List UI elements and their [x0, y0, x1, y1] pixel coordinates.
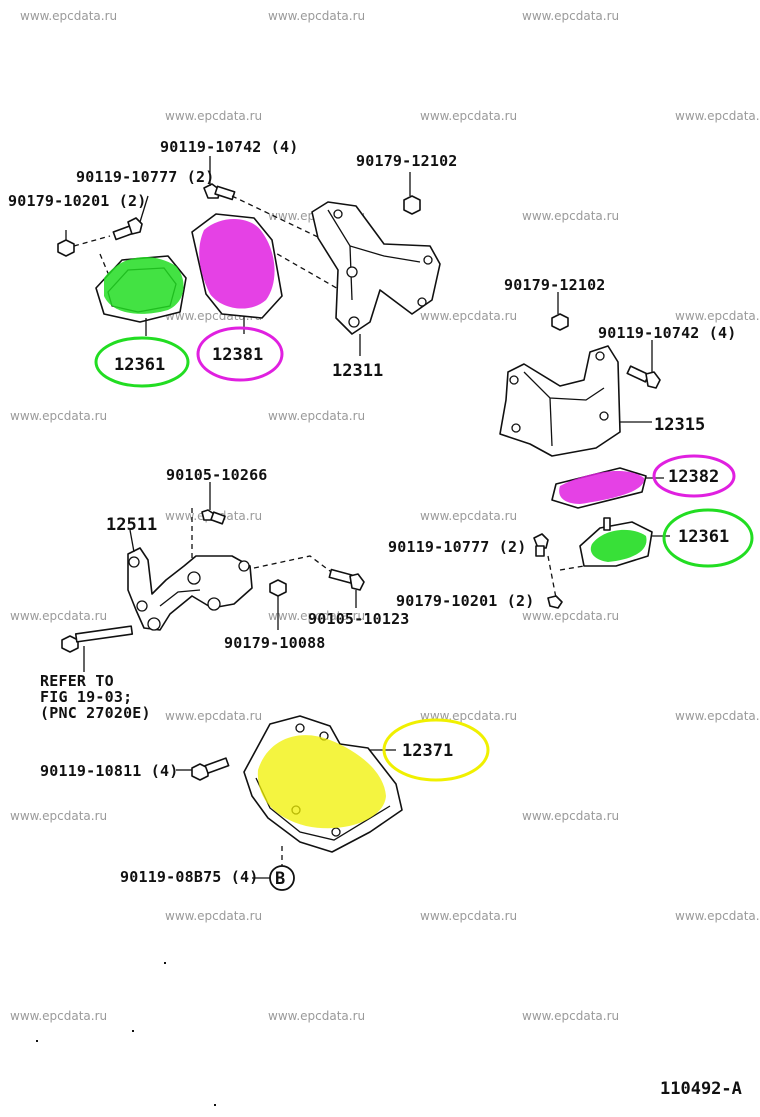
- bolt-90119-10777-upper: [112, 195, 149, 241]
- label-12311: 12311: [332, 361, 383, 381]
- label-nut-90179-12102-right: 90179-12102: [504, 276, 606, 294]
- highlight-rings-upper: [94, 326, 284, 388]
- label-bolt-90119-10777-upper: 90119-10777 (2): [76, 168, 214, 186]
- watermark: www.epcdata.ru: [268, 9, 365, 23]
- bolt-90119-10742-upper: [203, 156, 236, 201]
- label-bolt-90119-08b75: 90119-08B75 (4): [120, 868, 258, 886]
- watermark: www.epcdata.ru: [675, 909, 760, 923]
- bracket-12315: [499, 345, 652, 457]
- reference-b-letter: B: [275, 869, 285, 889]
- label-12361-right: 12361: [678, 527, 729, 547]
- label-nut-90179-12102-upper: 90179-12102: [356, 152, 458, 170]
- highlight-ring-yellow: [382, 718, 490, 782]
- label-bolt-90119-10742-right: 90119-10742 (4): [598, 324, 736, 342]
- bolt-90119-10777-right: [533, 533, 549, 557]
- watermark: www.epcdata.ru: [522, 209, 619, 223]
- nut-90179-10201-right: [547, 595, 563, 609]
- watermark: www.epcdata.ru: [268, 1009, 365, 1023]
- bracket-12311: [311, 201, 441, 356]
- watermark: www.epcdata.ru: [420, 109, 517, 123]
- watermark: www.epcdata.ru: [420, 509, 517, 523]
- figure-code: 110492-A: [660, 1079, 742, 1099]
- label-bolt-90119-10777-right: 90119-10777 (2): [388, 538, 526, 556]
- label-12371: 12371: [402, 741, 453, 761]
- reference-b-marker: B: [252, 865, 295, 891]
- watermark: www.epcdata.ru: [20, 9, 117, 23]
- torque-rod-12511: [127, 529, 253, 631]
- label-12315: 12315: [654, 415, 705, 435]
- bolt-90119-10811: [176, 757, 230, 781]
- label-nut-90179-10088: 90179-10088: [224, 634, 326, 652]
- mount-bracket-12371: [243, 715, 403, 866]
- nut-90179-10201-upper: [57, 230, 75, 257]
- highlight-rings-right: [652, 454, 754, 568]
- refer-line-2: FIG 19-03;: [40, 688, 132, 706]
- watermark: www.epcdata.ru: [675, 709, 760, 723]
- right-assembly: [499, 292, 670, 609]
- watermark: www.epcdata.ru: [10, 409, 107, 423]
- watermark: www.epcdata.ru: [10, 1009, 107, 1023]
- label-nut-90179-10201-right: 90179-10201 (2): [396, 592, 534, 610]
- watermark: www.epcdata.ru: [522, 9, 619, 23]
- watermark: www.epcdata.ru: [165, 109, 262, 123]
- watermark: www.epcdata.ru: [268, 609, 365, 623]
- watermark: www.epcdata.ru: [165, 909, 262, 923]
- watermark: www.epcdata.ru: [522, 1009, 619, 1023]
- label-12511: 12511: [106, 515, 157, 535]
- watermark: www.epcdata.ru: [10, 609, 107, 623]
- nut-90179-12102-upper: [403, 172, 421, 215]
- watermark-layer: www.epcdata.ru www.epcdata.ru www.epcdat…: [10, 9, 760, 1023]
- watermark: www.epcdata.ru: [675, 309, 760, 323]
- long-bolt-reference: [61, 625, 134, 672]
- label-bolt-90105-10266: 90105-10266: [166, 466, 268, 484]
- watermark: www.epcdata.ru: [522, 809, 619, 823]
- watermark: www.epcdata.ru: [10, 809, 107, 823]
- bolt-90119-10742-right: [626, 340, 661, 389]
- label-bolt-90119-10811: 90119-10811 (4): [40, 762, 178, 780]
- label-12381: 12381: [212, 345, 263, 365]
- insulator-12382: [551, 467, 664, 509]
- bolt-90105-10123: [328, 568, 365, 608]
- label-12382: 12382: [668, 467, 719, 487]
- watermark: www.epcdata.ru: [522, 609, 619, 623]
- label-12361-upper: 12361: [114, 355, 165, 375]
- label-nut-90179-10201-upper: 90179-10201 (2): [8, 192, 146, 210]
- engine-mount-12361-right: [579, 517, 670, 567]
- upper-left-assembly: [57, 156, 441, 356]
- watermark: www.epcdata.ru: [268, 409, 365, 423]
- refer-line-3: (PNC 27020E): [40, 704, 151, 722]
- watermark: www.epcdata.ru: [420, 309, 517, 323]
- nut-90179-10088: [269, 579, 287, 630]
- bolt-90105-10266: [201, 482, 226, 525]
- nut-90179-12102-right: [551, 292, 569, 331]
- insulator-12381: [191, 213, 283, 334]
- label-bolt-90119-10742-upper: 90119-10742 (4): [160, 138, 298, 156]
- watermark: www.epcdata.ru: [420, 909, 517, 923]
- watermark: www.epcdata.ru: [675, 109, 760, 123]
- stray-dots: [36, 962, 216, 1106]
- middle-assembly: [61, 482, 365, 672]
- watermark: www.epcdata.ru: [165, 709, 262, 723]
- label-bolt-90105-10123: 90105-10123: [308, 610, 410, 628]
- engine-mount-12361-upper: [95, 255, 187, 336]
- refer-line-1: REFER TO: [40, 672, 114, 690]
- lower-assembly: B: [176, 715, 403, 891]
